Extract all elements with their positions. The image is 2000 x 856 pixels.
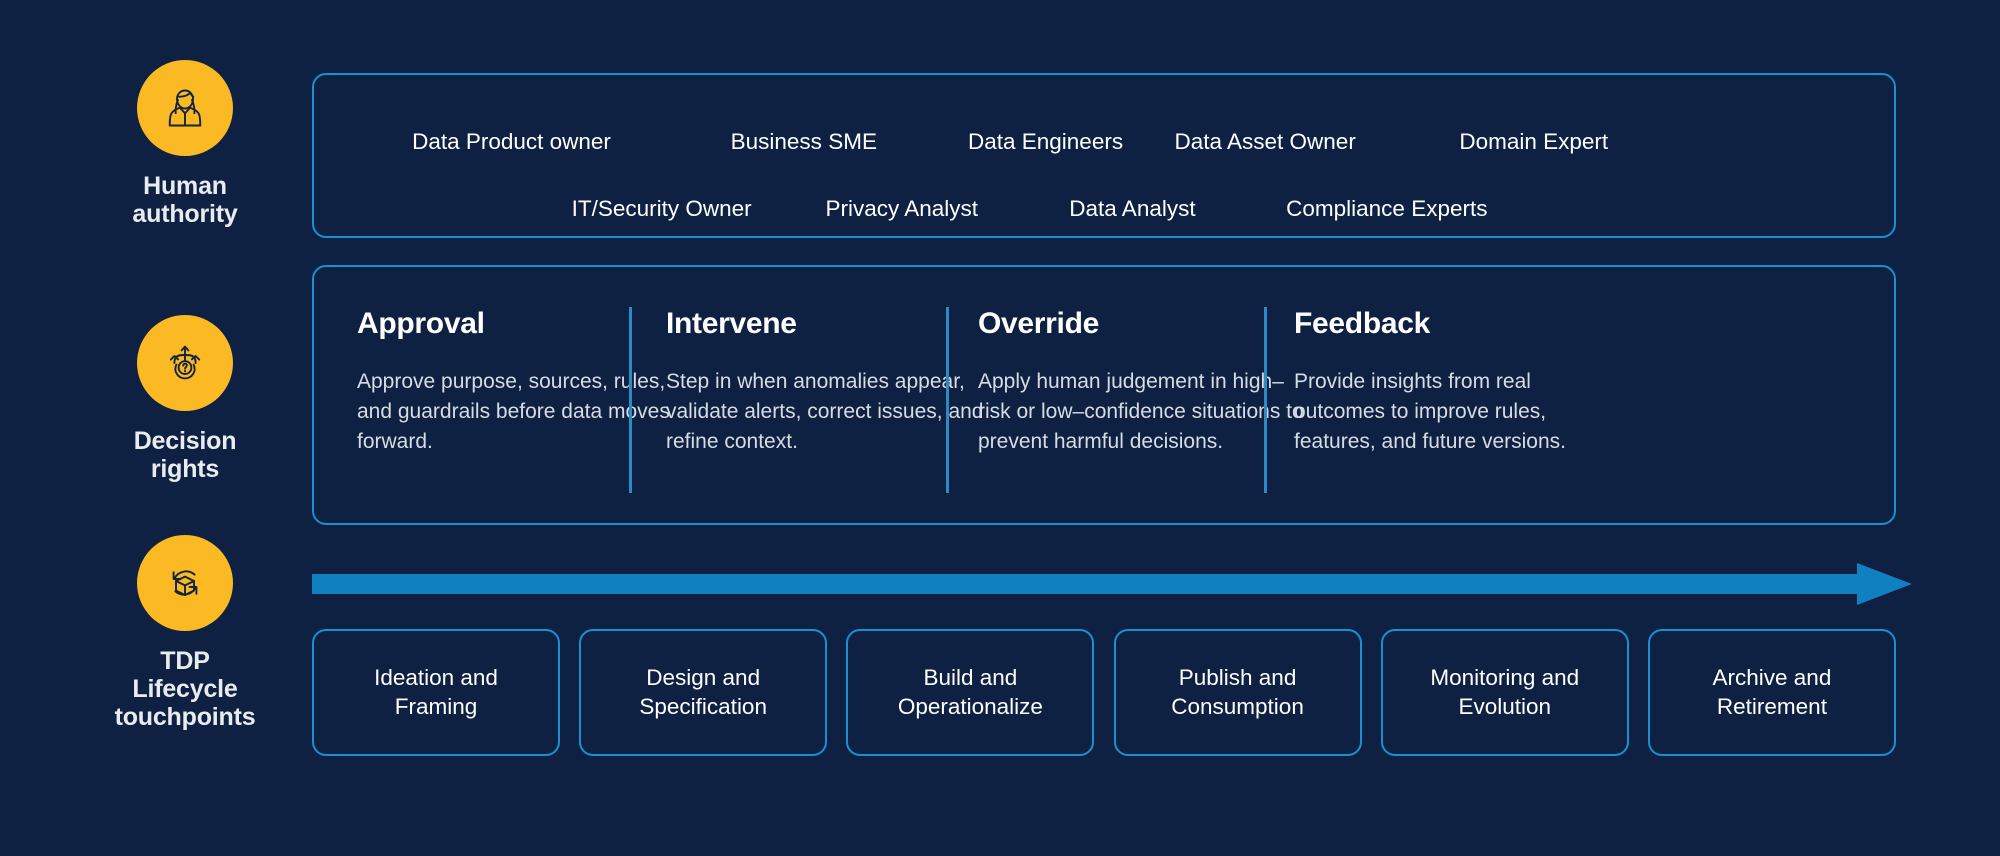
role-label: Compliance Experts <box>1286 196 1488 221</box>
human-authority-role-row-1: Data Product owner Business SME Data Engin… <box>314 127 1894 157</box>
role-label: IT/Security Owner <box>571 196 752 221</box>
human-authority-role-row-2: IT/Security Owner Privacy Analyst Data Ana… <box>314 194 1894 224</box>
role-label: Privacy Analyst <box>825 196 979 221</box>
decision-right-title: Intervene <box>666 307 797 340</box>
decision-right-title: Override <box>978 307 1099 340</box>
role-label: Domain Expert <box>1459 129 1609 154</box>
rail-label-human-authority: Human authority <box>132 172 238 228</box>
role-label: Data Analyst <box>1069 196 1196 221</box>
lifecycle-flow-arrow <box>312 563 1912 605</box>
human-authority-panel: Data Product owner Business SME Data Engin… <box>312 73 1896 238</box>
decision-right-divider <box>946 307 949 493</box>
lifecycle-step-box[interactable]: Ideation and Framing <box>312 629 560 756</box>
decision-right-title: Approval <box>357 307 485 340</box>
lifecycle-step-box[interactable]: Publish and Consumption <box>1113 629 1362 756</box>
decision-right-divider <box>629 307 632 493</box>
lifecycle-step-box[interactable]: Design and Specification <box>579 629 828 756</box>
lifecycle-box-arrows-icon <box>137 535 233 631</box>
decision-right-body: Apply human judgement in high–risk or lo… <box>978 370 1304 453</box>
decision-right-body: Step in when anomalies appear, validate … <box>666 370 984 453</box>
role-label: Data Product owner <box>412 129 611 154</box>
role-label: Data Engineers <box>967 129 1124 154</box>
person-icon <box>137 60 233 156</box>
decision-fork-question-icon <box>137 315 233 411</box>
decision-right-title: Feedback <box>1294 307 1430 340</box>
decision-right-body: Approve purpose, sources, rules, and gua… <box>357 370 670 453</box>
rail-label-tdp-lifecycle: TDP Lifecycle touchpoints <box>114 647 256 731</box>
decision-right-body: Provide insights from real outcomes to i… <box>1294 370 1566 453</box>
role-label: Business SME <box>730 129 877 154</box>
lifecycle-step-box[interactable]: Archive and Retirement <box>1647 629 1896 756</box>
rail-label-decision-rights: Decision rights <box>133 427 237 483</box>
lifecycle-step-box[interactable]: Monitoring and Evolution <box>1380 629 1629 756</box>
rail-item-decision-rights: Decision rights <box>70 315 300 483</box>
lifecycle-step-box[interactable]: Build and Operationalize <box>846 629 1095 756</box>
decision-right-divider <box>1264 307 1267 493</box>
role-label: Data Asset Owner <box>1174 129 1356 154</box>
rail-item-tdp-lifecycle: TDP Lifecycle touchpoints <box>70 535 300 731</box>
rail-item-human-authority: Human authority <box>70 60 300 228</box>
